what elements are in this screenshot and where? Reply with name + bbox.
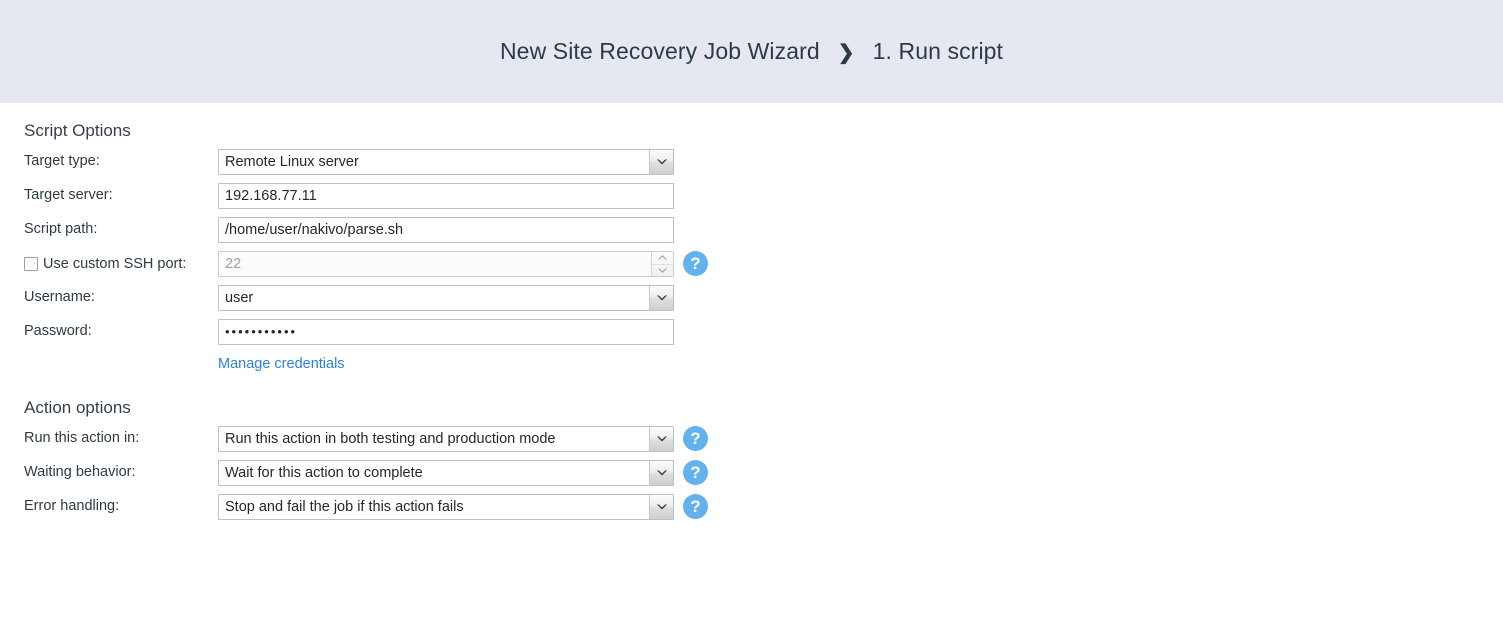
row-script-path: Script path:	[24, 216, 1503, 243]
error-handling-value: Stop and fail the job if this action fai…	[225, 498, 464, 515]
username-select[interactable]: user	[218, 284, 674, 311]
chevron-down-icon[interactable]	[649, 460, 673, 485]
breadcrumb-wizard-title[interactable]: New Site Recovery Job Wizard	[499, 38, 820, 64]
run-mode-select[interactable]: Run this action in both testing and prod…	[218, 425, 674, 452]
target-type-select[interactable]: Remote Linux server	[218, 148, 674, 175]
password-input[interactable]	[218, 318, 674, 345]
label-username: Username:	[24, 289, 95, 306]
target-server-input[interactable]	[218, 182, 674, 209]
row-ssh-port: Use custom SSH port: 22 ?	[24, 250, 1503, 277]
chevron-right-icon: ❯	[837, 41, 855, 64]
help-icon-waiting-behavior[interactable]: ?	[683, 460, 708, 485]
manage-credentials-link[interactable]: Manage credentials	[218, 356, 345, 372]
script-path-input[interactable]	[218, 216, 674, 243]
chevron-down-icon[interactable]	[649, 149, 673, 174]
ssh-port-checkbox-label[interactable]: Use custom SSH port:	[24, 256, 218, 272]
label-password: Password:	[24, 323, 92, 340]
ssh-port-value: 22	[225, 255, 242, 272]
row-error-handling: Error handling: Stop and fail the job if…	[24, 493, 1503, 520]
help-icon-ssh-port[interactable]: ?	[683, 251, 708, 276]
ssh-port-stepper-buttons[interactable]	[651, 251, 673, 276]
wizard-body: Script Options Target type: Remote Linux…	[0, 103, 1503, 520]
row-target-type: Target type: Remote Linux server	[24, 148, 1503, 175]
row-waiting-behavior: Waiting behavior: Wait for this action t…	[24, 459, 1503, 486]
waiting-behavior-select[interactable]: Wait for this action to complete	[218, 459, 674, 486]
chevron-down-icon[interactable]	[652, 263, 673, 276]
wizard-header: New Site Recovery Job Wizard ❯ 1. Run sc…	[0, 0, 1503, 103]
ssh-port-stepper[interactable]: 22	[218, 250, 674, 277]
waiting-behavior-value: Wait for this action to complete	[225, 464, 423, 481]
label-script-path: Script path:	[24, 221, 98, 238]
row-target-server: Target server:	[24, 182, 1503, 209]
target-type-value: Remote Linux server	[225, 153, 359, 170]
label-waiting-behavior: Waiting behavior:	[24, 464, 136, 481]
section-spacer	[24, 376, 1503, 398]
run-mode-value: Run this action in both testing and prod…	[225, 430, 556, 447]
label-error-handling: Error handling:	[24, 498, 120, 515]
chevron-down-icon[interactable]	[649, 426, 673, 451]
action-options-heading: Action options	[24, 398, 131, 417]
error-handling-select[interactable]: Stop and fail the job if this action fai…	[218, 493, 674, 520]
row-manage-credentials: Manage credentials	[24, 352, 1503, 376]
label-run-mode: Run this action in:	[24, 430, 140, 447]
ssh-port-checkbox[interactable]	[24, 256, 38, 271]
username-value: user	[225, 289, 254, 306]
chevron-down-icon[interactable]	[649, 285, 673, 310]
chevron-up-icon[interactable]	[652, 252, 673, 264]
label-target-type: Target type:	[24, 153, 100, 170]
ssh-port-label-text: Use custom SSH port:	[43, 255, 187, 272]
breadcrumb-step-title: 1. Run script	[872, 38, 1004, 64]
row-password: Password:	[24, 318, 1503, 345]
script-options-heading: Script Options	[24, 121, 131, 140]
breadcrumb: New Site Recovery Job Wizard ❯ 1. Run sc…	[500, 38, 1003, 65]
row-run-mode: Run this action in: Run this action in b…	[24, 425, 1503, 452]
chevron-down-icon[interactable]	[649, 494, 673, 519]
row-username: Username: user	[24, 284, 1503, 311]
help-icon-error-handling[interactable]: ?	[683, 494, 708, 519]
label-target-server: Target server:	[24, 187, 113, 204]
help-icon-run-mode[interactable]: ?	[683, 426, 708, 451]
